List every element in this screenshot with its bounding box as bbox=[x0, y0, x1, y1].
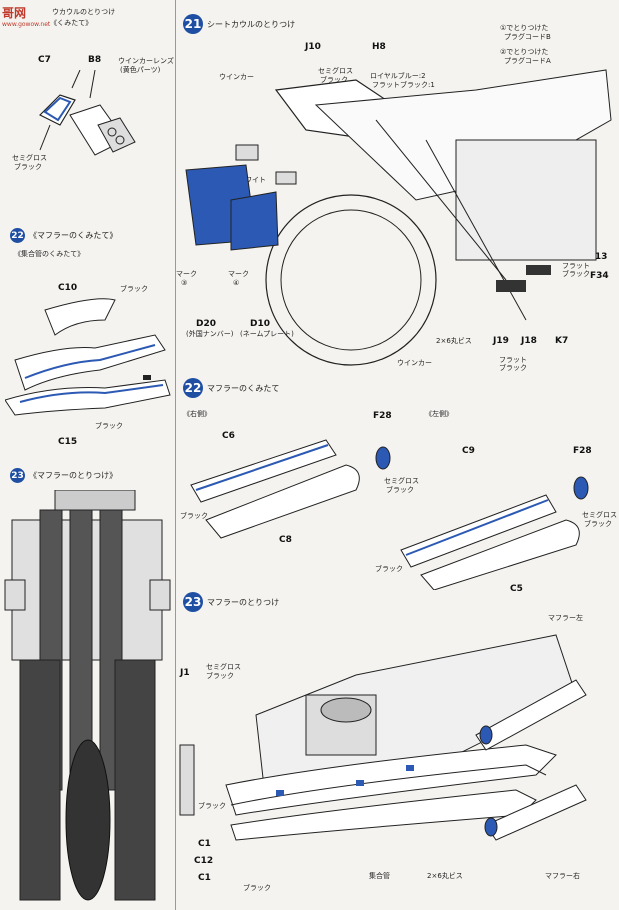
plug-cord-b-2: プラグコードB bbox=[504, 33, 551, 41]
watermark-logo: 哥网 www.gowow.net bbox=[2, 2, 50, 28]
semigloss-label-2: ブラック bbox=[14, 163, 42, 171]
right-side-label: 《右側》 bbox=[183, 410, 211, 418]
d20-note: (外国ナンバー) bbox=[186, 330, 234, 338]
part-f34: F34 bbox=[590, 271, 609, 281]
b13-color-2: ブラック bbox=[562, 270, 590, 278]
screw-label-23: 2×6丸ビス bbox=[427, 872, 463, 880]
plug-cord-b-1: ①でとりつけた bbox=[500, 24, 549, 32]
header-pipe-label: 集合管 bbox=[369, 872, 390, 880]
j10-color-1: セミグロス bbox=[318, 67, 353, 75]
winker-label: ウインカー bbox=[219, 73, 254, 81]
step-21-header: 21 シートカウルのとりつけ bbox=[183, 14, 295, 34]
black-label-23b: ブラック bbox=[243, 884, 271, 892]
left-side-label: 《左側》 bbox=[425, 410, 453, 418]
step-22-badge: 22 bbox=[183, 378, 203, 398]
step22-muffler-diagram bbox=[190, 439, 589, 590]
part-j18: J18 bbox=[521, 336, 537, 346]
part-d20: D20 bbox=[196, 319, 216, 329]
winker-label-2: ウインカー bbox=[397, 359, 432, 367]
part-c12: C12 bbox=[194, 856, 214, 866]
step-23-title: マフラーのとりつけ bbox=[207, 597, 280, 607]
step-23-badge-left: 23 bbox=[10, 468, 25, 483]
part-h8: H8 bbox=[372, 42, 386, 52]
d10-note: (ネームプレート) bbox=[240, 330, 294, 338]
part-c15: C15 bbox=[58, 437, 78, 447]
part-j10: J10 bbox=[305, 42, 321, 52]
mark4-label-1: マーク bbox=[228, 270, 249, 278]
j19-color-2: ブラック bbox=[499, 364, 527, 372]
royal-blue-label: ロイヤルブルー:2 bbox=[370, 72, 426, 80]
flat-black-ratio-label: フラットブラック:1 bbox=[372, 81, 435, 89]
black-label-2: ブラック bbox=[95, 422, 123, 430]
part-c5: C5 bbox=[510, 584, 523, 594]
collector-pipe-diagram bbox=[5, 298, 171, 416]
f28-left-color-2: ブラック bbox=[584, 520, 612, 528]
step-22-header: 22 マフラーのくみたて bbox=[183, 378, 279, 398]
part-c6: C6 bbox=[222, 431, 235, 441]
part-c8: C8 bbox=[279, 535, 292, 545]
left-step-23: 23 《マフラーのとりつけ》 bbox=[10, 468, 117, 483]
step-23-header: 23 マフラーのとりつけ bbox=[183, 592, 279, 612]
f28-left-color-1: セミグロス bbox=[582, 511, 617, 519]
mark3-label-2: ③ bbox=[181, 279, 188, 287]
part-j1: J1 bbox=[180, 668, 190, 678]
screw-label-21: 2×6丸ビス bbox=[436, 337, 472, 345]
lens-label-1: ウインカーレンズ bbox=[118, 57, 174, 65]
black-label-23a: ブラック bbox=[198, 802, 226, 810]
part-f28-right: F28 bbox=[373, 411, 392, 421]
black-label-22a: ブラック bbox=[180, 512, 208, 520]
step23-engine-diagram bbox=[179, 634, 587, 841]
watermark-url: www.gowow.net bbox=[2, 21, 51, 28]
step-22-badge-left: 22 bbox=[10, 228, 25, 243]
step-22-title-left: 《マフラーのくみたて》 bbox=[29, 231, 118, 240]
black-label-1: ブラック bbox=[120, 285, 148, 293]
muffler-left-label: マフラー左 bbox=[548, 614, 583, 622]
column-divider bbox=[175, 0, 176, 910]
step21-bike-diagram bbox=[185, 69, 612, 366]
plug-cord-a-1: ②でとりつけた bbox=[500, 48, 549, 56]
part-c9: C9 bbox=[462, 446, 475, 456]
j10-color-2: ブラック bbox=[320, 76, 348, 84]
part-c1-upper: C1 bbox=[198, 839, 211, 849]
part-f28-left: F28 bbox=[573, 446, 592, 456]
j19-color-1: フラット bbox=[499, 356, 527, 364]
part-k7: K7 bbox=[555, 336, 569, 346]
part-c10: C10 bbox=[58, 283, 78, 293]
step-23-badge: 23 bbox=[183, 592, 203, 612]
part-b13: B13 bbox=[588, 252, 608, 262]
j1-color-1: セミグロス bbox=[206, 663, 241, 671]
black-label-22b: ブラック bbox=[375, 565, 403, 573]
left-step-22: 22 《マフラーのくみたて》 bbox=[10, 228, 117, 243]
white-label: ホワイト bbox=[238, 176, 266, 184]
mark3-label-1: マーク bbox=[176, 270, 197, 278]
muffler-right-label: マフラー右 bbox=[545, 872, 580, 880]
plug-cord-a-2: プラグコードA bbox=[504, 57, 551, 65]
watermark-site: 哥网 bbox=[2, 6, 27, 20]
f28-right-color-2: ブラック bbox=[386, 486, 414, 494]
lens-label-2: (黄色パーツ) bbox=[120, 66, 161, 74]
part-c1-lower: C1 bbox=[198, 873, 211, 883]
left-top-subtitle: 《くみたて》 bbox=[50, 19, 93, 27]
part-c7: C7 bbox=[38, 55, 51, 65]
j1-color-2: ブラック bbox=[206, 672, 234, 680]
semigloss-label-1: セミグロス bbox=[12, 154, 47, 162]
left-top-title: ウカウルのとりつけ bbox=[52, 8, 116, 16]
part-j19: J19 bbox=[493, 336, 509, 346]
mark4-label-2: ④ bbox=[233, 279, 240, 287]
winker-diagram bbox=[38, 70, 136, 156]
b13-color-1: フラット bbox=[562, 262, 590, 270]
rear-view-diagram bbox=[4, 490, 171, 901]
part-b8: B8 bbox=[88, 55, 102, 65]
f28-right-color-1: セミグロス bbox=[384, 477, 419, 485]
step-21-badge: 21 bbox=[183, 14, 203, 34]
step-22-title: マフラーのくみたて bbox=[207, 383, 280, 393]
step-21-title: シートカウルのとりつけ bbox=[207, 19, 296, 29]
step-23-title-left: 《マフラーのとりつけ》 bbox=[29, 471, 118, 480]
part-d10: D10 bbox=[250, 319, 270, 329]
left-step22-subtitle: 《集合管のくみたて》 bbox=[14, 250, 85, 258]
